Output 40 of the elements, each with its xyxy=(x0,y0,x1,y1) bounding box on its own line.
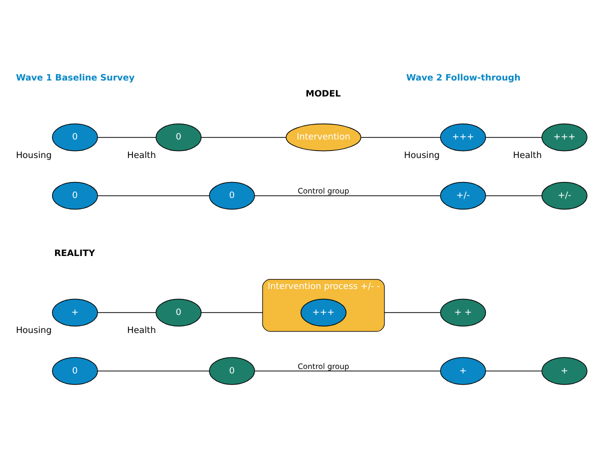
node-ellipse: 0 xyxy=(156,298,202,326)
node-label: Health xyxy=(127,326,156,336)
connector xyxy=(97,370,210,372)
connector xyxy=(200,137,286,138)
node-ellipse: 0 xyxy=(52,124,98,152)
node-label: Health xyxy=(127,150,156,161)
connector xyxy=(254,195,441,196)
node-ellipse: + xyxy=(52,298,98,326)
connector xyxy=(485,370,542,372)
connector xyxy=(485,137,542,138)
node-ellipse: 0 xyxy=(156,124,202,152)
node-ellipse: +++ xyxy=(440,124,486,152)
node-label: Housing xyxy=(16,326,52,336)
connector xyxy=(384,312,441,313)
connector xyxy=(360,137,441,138)
node-ellipse: + xyxy=(541,357,588,385)
node-ellipse: 0 xyxy=(52,182,98,210)
node-ellipse: + xyxy=(440,357,486,385)
node-ellipse: +/- xyxy=(440,182,486,210)
connector xyxy=(97,137,156,138)
node-ellipse: Intervention xyxy=(286,124,362,152)
node-label: Health xyxy=(512,150,542,161)
label: MODEL xyxy=(306,89,341,100)
node-ellipse: 0 xyxy=(52,357,98,385)
node-ellipse: 0 xyxy=(208,357,255,385)
node-label: Housing xyxy=(16,150,52,161)
label: Wave 2 Follow-through xyxy=(406,74,521,84)
node-ellipse: 0 xyxy=(208,182,255,210)
node-ellipse: +/- xyxy=(541,182,588,210)
connector xyxy=(254,370,441,372)
label: Wave 1 Baseline Survey xyxy=(16,74,135,84)
connector xyxy=(97,195,210,196)
connector xyxy=(200,312,263,313)
connector xyxy=(97,312,156,313)
node-label: Housing xyxy=(404,150,440,161)
node-ellipse: + + xyxy=(440,298,486,326)
connector xyxy=(485,195,542,196)
label: REALITY xyxy=(54,248,96,259)
node-ellipse: +++ xyxy=(541,124,588,152)
node-ellipse: +++ xyxy=(300,298,346,326)
